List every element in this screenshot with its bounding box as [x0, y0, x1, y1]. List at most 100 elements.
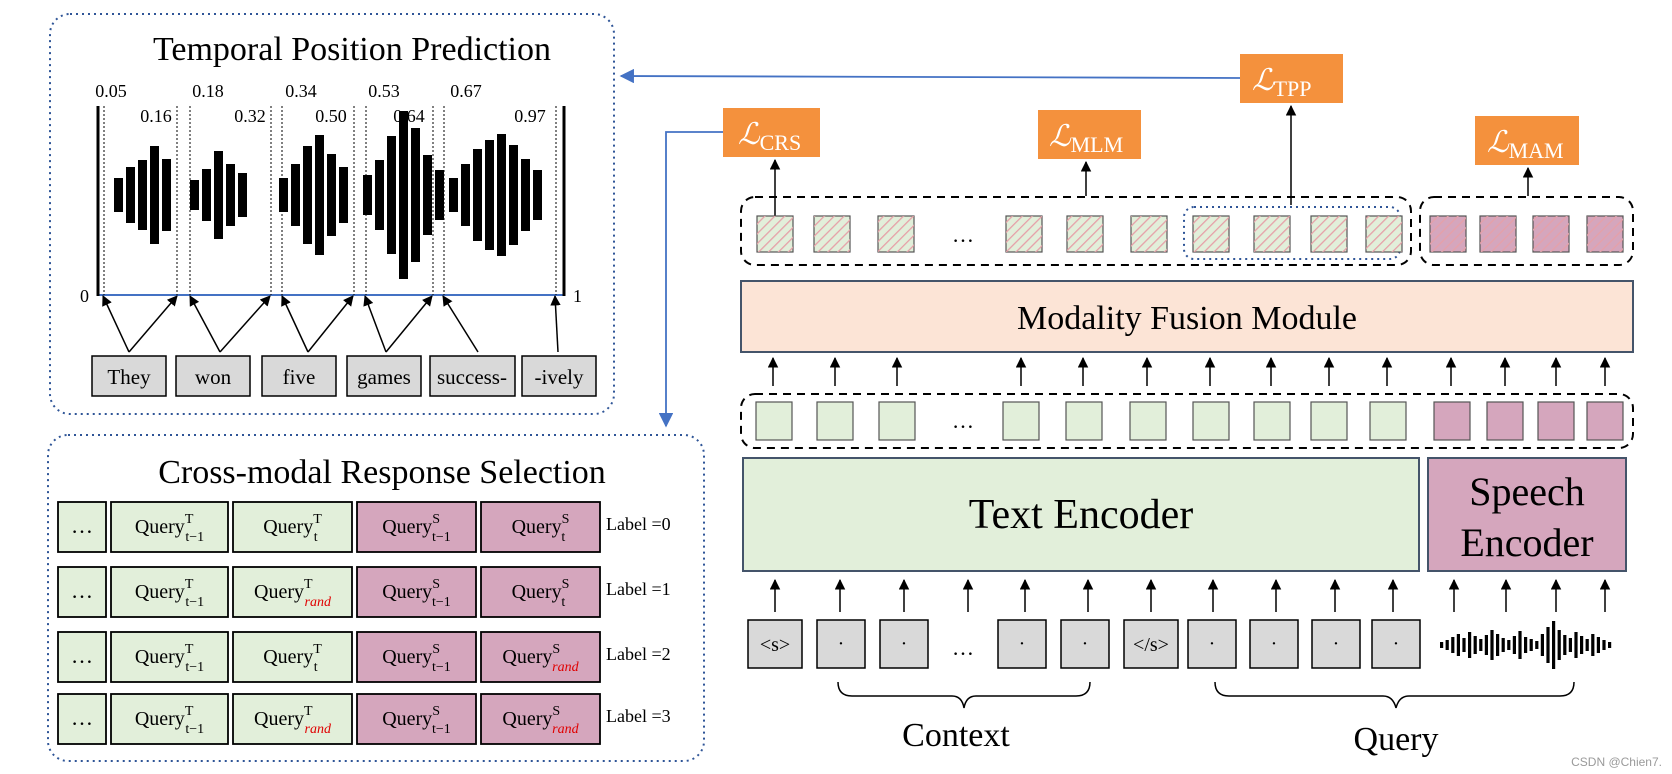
- speech-wave-bar-18: [1535, 641, 1539, 649]
- input-token-row: <s> </s> ········ …: [747, 619, 1612, 669]
- tpp-wave-bar-29: [509, 145, 518, 245]
- crs-to-panel-arrow: [658, 131, 723, 428]
- output-text-token-hatch-6: [1131, 216, 1167, 252]
- token-sep-box: [1123, 619, 1179, 669]
- tpp-wave-bar-22: [423, 155, 432, 235]
- encoded-speech-token-4: [1586, 401, 1624, 441]
- tpp-tick-top-2: 0.18: [192, 81, 224, 101]
- speech-wave-bar-12: [1501, 638, 1505, 652]
- encoded-dashed-group: [740, 393, 1634, 449]
- output-speech-token-hatch-4: [1587, 216, 1623, 252]
- crs-row1-ellipsis: …: [71, 513, 93, 538]
- tpp-tick-bottom-1: 0.16: [140, 106, 172, 126]
- tpp-wave-bar-24: [449, 178, 458, 212]
- speech-encoder-label-line2: Encoder: [1460, 520, 1593, 565]
- word-five: five: [283, 365, 316, 389]
- output-text-token-hatch-7: [1193, 216, 1229, 252]
- encoder-input-arrows: [769, 578, 1611, 612]
- tpp-wave-bar-4: [150, 146, 159, 244]
- crs-row4-speech-var-cell: [480, 693, 601, 745]
- encoded-text-token-1: [755, 401, 793, 441]
- input-token-dot-3: ·: [1019, 633, 1026, 655]
- speech-wave-bar-28: [1591, 634, 1595, 656]
- query-label: Query: [1354, 721, 1439, 758]
- crs-row2-ellipsis: …: [71, 578, 93, 603]
- tpp-to-panel-arrow: [619, 68, 1241, 84]
- input-dot-tokens: ········: [816, 619, 1421, 669]
- loss-mlm-sub: MLM: [1071, 132, 1124, 157]
- loss-boxes: ℒCRS ℒMLM ℒTPP ℒMAM: [723, 54, 1579, 165]
- tpp-wave-bar-5: [162, 159, 171, 231]
- tpp-query-group: [1183, 206, 1401, 260]
- loss-mam-sub: MAM: [1509, 138, 1564, 163]
- speech-wave-bar-4: [1456, 634, 1460, 656]
- tpp-wave-bar-17: [363, 175, 372, 215]
- crs-row2-text-var-cell: [232, 566, 353, 618]
- tpp-wave-bar-18: [375, 160, 384, 230]
- watermark: CSDN @Chien7.: [1571, 755, 1662, 769]
- speech-wave-bar-7: [1473, 636, 1477, 654]
- crs-panel-border: [47, 434, 705, 762]
- speech-wave-bar-19: [1540, 634, 1544, 656]
- tpp-tick-top-1: 0.05: [95, 81, 127, 101]
- word-box-won: [175, 355, 251, 397]
- tpp-wave-bar-30: [521, 159, 530, 231]
- output-text-token-hatch-10: [1366, 216, 1402, 252]
- crs-row4-text-prev-cell: [110, 693, 229, 745]
- crs-row2-text-prev-cell: [110, 566, 229, 618]
- output-text-token-hatch-4: [1006, 216, 1042, 252]
- tpp-tick-bottom-3: 0.50: [315, 106, 347, 126]
- input-token-box-7: [1311, 619, 1361, 669]
- speech-wave-bar-26: [1580, 636, 1584, 654]
- token-bos-box: [747, 619, 803, 669]
- word-ively: -ively: [535, 365, 584, 389]
- context-brace: [837, 681, 1091, 709]
- speech-wave-bar-5: [1462, 638, 1466, 652]
- crs-panel-title: Cross-modal Response Selection: [158, 454, 606, 491]
- token-bos: <s>: [760, 634, 790, 656]
- output-ellipsis: …: [952, 222, 974, 247]
- encoded-speech-token-1: [1433, 401, 1471, 441]
- output-speech-token-hatch-3: [1533, 216, 1569, 252]
- loss-crs-sub: CRS: [760, 130, 802, 155]
- encoded-text-token-7: [1192, 401, 1230, 441]
- tpp-tick-top-3: 0.34: [285, 81, 317, 101]
- speech-wave-bar-31: [1608, 642, 1612, 648]
- crs-row3-text-var-cell: [232, 631, 353, 683]
- crs-row3-speech-prev-cell: [356, 631, 477, 683]
- crs-row4-speech-prev-cell: [356, 693, 477, 745]
- tpp-wave-bar-15: [327, 154, 336, 236]
- input-token-box-6: [1249, 619, 1299, 669]
- word-success: success-: [437, 365, 507, 389]
- crs-row4-ellipsis-cell: [57, 693, 107, 745]
- loss-crs-box: [723, 108, 820, 157]
- output-speech-token-hatch-1: [1430, 216, 1466, 252]
- svg-text:ℒMLM: ℒMLM: [1049, 120, 1123, 157]
- speech-encoder-box: [1427, 457, 1627, 572]
- word-games: games: [357, 365, 411, 389]
- tpp-tick-top-4: 0.53: [368, 81, 400, 101]
- speech-wave-bar-16: [1524, 637, 1528, 653]
- crs-row2-speech-var-cell: [480, 566, 601, 618]
- speech-wave-bar-30: [1602, 640, 1606, 650]
- tpp-wave-bar-19: [387, 136, 396, 254]
- output-token-row: …: [740, 196, 1634, 266]
- output-text-token-hatch-3: [878, 216, 914, 252]
- tpp-panel-border: [49, 13, 615, 415]
- svg-text:ℒTPP: ℒTPP: [1252, 64, 1312, 101]
- input-token-dot-8: ·: [1393, 633, 1400, 655]
- word-box-ively: [521, 355, 597, 397]
- tpp-wave-bar-6: [190, 180, 199, 210]
- fusion-module-box: [740, 280, 1634, 353]
- tpp-wave-bar-23: [435, 170, 444, 220]
- output-text-token-hatch-2: [814, 216, 850, 252]
- tpp-tick-bottom-2: 0.32: [234, 106, 266, 126]
- loss-mam: ℒMAM: [1475, 116, 1579, 165]
